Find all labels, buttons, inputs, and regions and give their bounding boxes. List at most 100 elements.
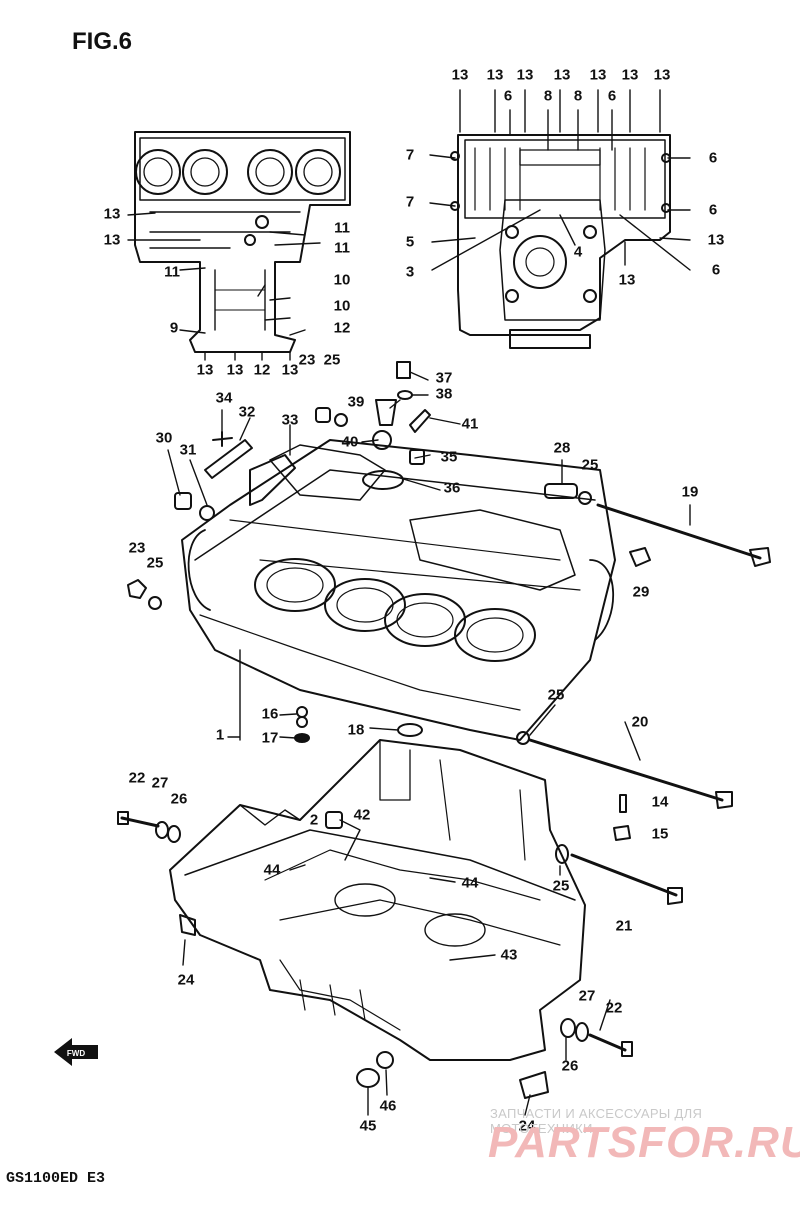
callout-32: 32 [238, 403, 256, 421]
washer-25-lower [555, 844, 569, 864]
callout-3: 3 [405, 263, 415, 281]
ring-16 [296, 706, 308, 718]
sleeve-28 [544, 483, 578, 499]
callout-23: 23 [298, 351, 316, 369]
figure-title: FIG.6 [72, 28, 133, 55]
washer-26-right [560, 1018, 576, 1038]
callout-16: 16 [261, 705, 279, 723]
callout-14: 14 [651, 793, 669, 811]
model-code: GS1100ED E3 [6, 1170, 106, 1187]
callout-33: 33 [281, 411, 299, 429]
callout-13-11: 13 [618, 271, 636, 289]
callout-35: 35 [440, 448, 458, 466]
callout-6: 6 [503, 87, 513, 105]
callout-1: 1 [215, 726, 225, 744]
leader-lines [127, 89, 691, 1116]
bolt-22-right [588, 1033, 627, 1052]
callout-17: 17 [261, 729, 279, 747]
upper-right-inset-view [450, 134, 671, 349]
washer-25-mid [516, 731, 530, 745]
callout-25: 25 [323, 351, 341, 369]
washer-38 [397, 390, 413, 400]
clamp-29 [629, 547, 651, 567]
forward-label: FWD [67, 1049, 85, 1058]
callout-8-2: 8 [573, 87, 583, 105]
callout-5: 5 [405, 233, 415, 251]
callout-46: 46 [379, 1097, 397, 1115]
callout-6-2: 6 [607, 87, 617, 105]
callout-13-3: 13 [516, 66, 534, 84]
small-parts [117, 361, 771, 1099]
guide-24-left [179, 914, 196, 936]
bolt-21 [570, 853, 678, 897]
switch-39 [375, 399, 397, 426]
washer-27-left [155, 821, 169, 839]
callout-13-10: 13 [707, 231, 725, 249]
oring-36 [362, 470, 404, 490]
callout-10: 10 [333, 271, 351, 289]
callout-25-3: 25 [581, 456, 599, 474]
callout-43: 43 [500, 946, 518, 964]
callout-21: 21 [615, 917, 633, 935]
callout-22: 22 [128, 769, 146, 787]
callout-13-7: 13 [653, 66, 671, 84]
washer-25-right [578, 491, 592, 505]
callout-2: 2 [309, 811, 319, 829]
callout-24-2: 24 [518, 1117, 536, 1135]
callout-12-2: 12 [253, 361, 271, 379]
callout-44: 44 [263, 861, 281, 879]
callout-13-2: 13 [486, 66, 504, 84]
nut-15 [613, 825, 631, 841]
callout-13-8: 13 [103, 205, 121, 223]
watermark-brand: PARTSFOR.RU [488, 1118, 800, 1167]
forward-arrow-icon: FWD [52, 1036, 100, 1073]
callout-4: 4 [573, 243, 583, 261]
callout-19: 19 [681, 483, 699, 501]
callout-44-2: 44 [461, 874, 479, 892]
oring-17 [294, 733, 310, 743]
callout-18: 18 [347, 721, 365, 739]
stud-14 [619, 794, 627, 813]
callout-29: 29 [632, 583, 650, 601]
callout-34: 34 [215, 389, 233, 407]
lower-crankcase [169, 739, 586, 1061]
plug-41 [409, 409, 431, 433]
callout-27: 27 [151, 774, 169, 792]
washer-26-left [167, 825, 181, 843]
callout-42: 42 [353, 806, 371, 824]
callout-7-2: 7 [405, 193, 415, 211]
callout-6-4: 6 [708, 201, 718, 219]
callout-13: 13 [451, 66, 469, 84]
callout-27-2: 27 [578, 987, 596, 1005]
callout-41: 41 [461, 415, 479, 433]
callout-25-4: 25 [547, 686, 565, 704]
plug-45 [356, 1068, 380, 1088]
watermark-caption: ЗАПЧАСТИ И АКСЕССУАРЫ ДЛЯ МОТОТЕХНИКИ [490, 1106, 703, 1136]
callout-11-3: 11 [164, 263, 180, 281]
dowel-2 [325, 811, 343, 829]
nut-30 [174, 492, 192, 510]
callout-13-4: 13 [553, 66, 571, 84]
callout-11-2: 11 [334, 239, 350, 257]
washer-27-right [575, 1022, 589, 1042]
callout-6-3: 6 [708, 149, 718, 167]
callout-30: 30 [155, 429, 173, 447]
callout-13-6: 13 [621, 66, 639, 84]
nut-23-left [127, 579, 147, 599]
callout-20: 20 [631, 713, 649, 731]
callout-8: 8 [543, 87, 553, 105]
oring-18 [397, 723, 423, 737]
gasket-32 [204, 439, 253, 479]
cap-35 [409, 449, 425, 465]
washer-25-left [148, 596, 162, 610]
callout-25-2: 25 [146, 554, 164, 572]
bolt-19 [596, 503, 762, 560]
callout-13-12: 13 [196, 361, 214, 379]
washer-31 [199, 505, 215, 521]
callout-26-2: 26 [561, 1057, 579, 1075]
callout-13-5: 13 [589, 66, 607, 84]
callout-13-13: 13 [226, 361, 244, 379]
callout-13-9: 13 [103, 231, 121, 249]
callout-12: 12 [333, 319, 351, 337]
callout-31: 31 [179, 441, 197, 459]
